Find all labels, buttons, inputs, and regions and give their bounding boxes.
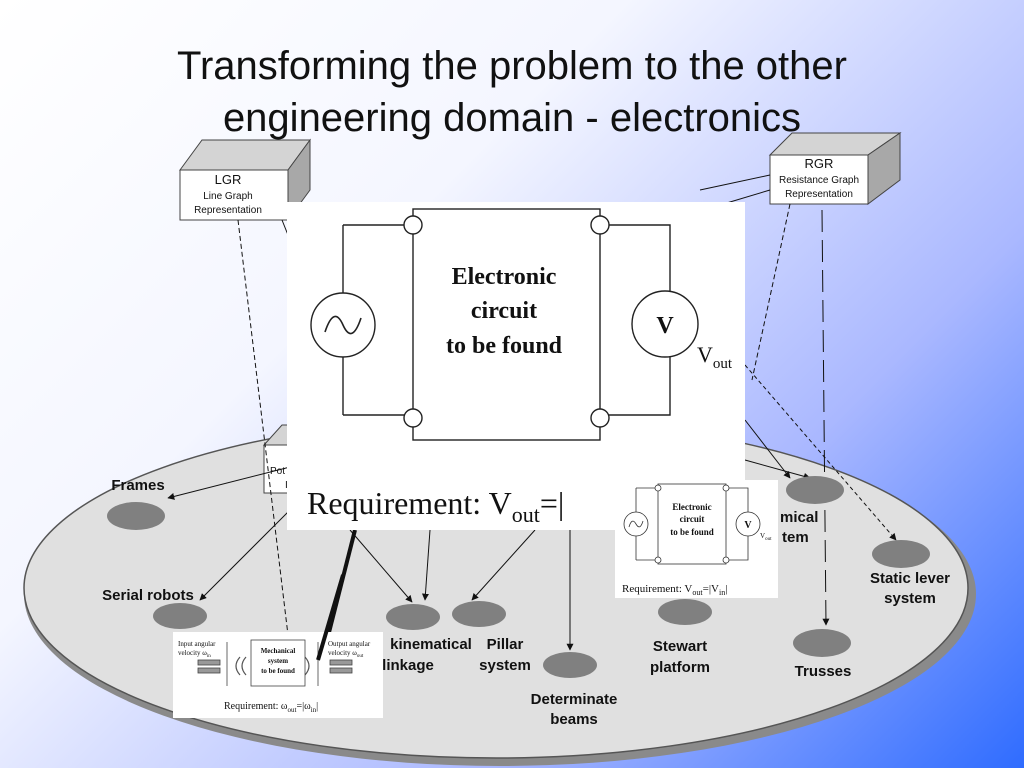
circuit-box-line-2: circuit	[471, 298, 537, 324]
lgr-line-2: Representation	[194, 205, 262, 216]
small-requirement-text: Requirement: Vout=|Vin|	[622, 583, 727, 597]
lgr-abbr: LGR	[215, 172, 242, 187]
rgr-box: RGR Resistance Graph Representation	[768, 132, 902, 205]
mech-output-label-2: velocity ωout	[328, 649, 364, 659]
node-determinate-beams[interactable]	[543, 652, 597, 678]
mech-to-panel-connector	[316, 574, 345, 661]
rgr-abbr: RGR	[805, 156, 834, 171]
small-circuit-line-1: Electronic	[672, 502, 711, 512]
node-static-lever[interactable]	[872, 540, 930, 568]
label-pillar-2: system	[479, 657, 531, 674]
small-voltmeter-symbol	[735, 511, 761, 537]
mech-input-label-2: velocity ωin	[178, 649, 211, 659]
output-shaft	[329, 659, 353, 666]
circuit-box-line-1: Electronic	[452, 264, 557, 290]
label-mechanical-1: mical	[780, 509, 818, 526]
small-electronic-panel: V Electronic circuit to be found Vout Re…	[615, 480, 778, 598]
small-terminal-top-left	[654, 484, 662, 492]
node-stewart-platform[interactable]	[658, 599, 712, 625]
mech-box-line-3: to be found	[261, 667, 295, 675]
mech-output-label-1: Output angular	[328, 640, 371, 648]
voltmeter-label: V	[656, 313, 674, 339]
mech-requirement-text: Requirement: ωout=|ωin|	[224, 701, 318, 714]
rgr-line-1: Resistance Graph	[779, 175, 859, 186]
output-rotation-arrow-icon	[304, 656, 310, 676]
node-pillar-system[interactable]	[452, 601, 506, 627]
small-terminal-bottom-left	[654, 556, 662, 564]
label-serial-robots: Serial robots	[102, 587, 194, 604]
label-kinematical-1: kinematical	[390, 636, 472, 653]
circuit-box-line-3: to be found	[446, 333, 563, 359]
terminal-top-right	[590, 215, 610, 235]
hidden-box-fragment-2: I	[285, 480, 288, 491]
mech-box-line-1: Mechanical	[261, 647, 296, 655]
rgr-line-2: Representation	[785, 189, 853, 200]
small-voltmeter-label: V	[744, 520, 752, 531]
label-pillar-1: Pillar	[487, 636, 524, 653]
lgr-line-1: Line Graph	[203, 191, 252, 202]
title-line-1: Transforming the problem to the other	[177, 44, 847, 88]
small-terminal-top-right	[722, 484, 730, 492]
mech-input-label-1: Input angular	[178, 640, 216, 648]
node-trusses[interactable]	[793, 629, 851, 657]
label-trusses: Trusses	[795, 663, 852, 680]
requirement-text: Requirement: Vout=|	[307, 485, 564, 527]
label-frames: Frames	[111, 477, 164, 494]
terminal-top-left	[403, 215, 423, 235]
hidden-box-fragment-1: Pot	[270, 466, 285, 477]
input-shaft	[197, 659, 221, 666]
input-shaft-lower	[197, 667, 221, 674]
label-stewart-2: platform	[650, 659, 710, 676]
sine-wave-icon	[324, 315, 362, 335]
electronic-circuit-panel: V Electronic circuit to be found Vout Re…	[287, 202, 745, 530]
node-mechanical-system[interactable]	[786, 476, 844, 504]
label-determinate-2: beams	[550, 711, 598, 728]
mech-box-line-2: system	[268, 657, 288, 665]
mechanical-system-panel: Input angular velocity ωin Output angula…	[173, 632, 383, 718]
small-terminal-bottom-right	[722, 556, 730, 564]
vout-label: Vout	[697, 342, 733, 372]
small-circuit-line-3: to be found	[670, 527, 714, 537]
node-labels: Frames Serial robots kinematical linkage…	[102, 477, 950, 728]
lgr-box: LGR Line Graph Representation	[179, 138, 311, 222]
output-shaft-lower	[329, 667, 353, 674]
terminal-bottom-left	[403, 408, 423, 428]
label-determinate-1: Determinate	[531, 691, 618, 708]
terminal-bottom-right	[590, 408, 610, 428]
label-stewart-1: Stewart	[653, 638, 707, 655]
title-line-2: engineering domain - electronics	[222, 96, 802, 140]
slide-title: Transforming the problem to the other en…	[0, 40, 1024, 144]
voltmeter-symbol	[631, 290, 699, 358]
node-markers	[107, 476, 930, 678]
small-sine-wave-icon	[628, 520, 644, 528]
node-frames[interactable]	[107, 502, 165, 530]
node-serial-robots[interactable]	[153, 603, 207, 629]
node-kinematical-linkage[interactable]	[386, 604, 440, 630]
label-static-lever-1: Static lever	[870, 570, 950, 587]
small-circuit-line-2: circuit	[680, 514, 705, 524]
label-kinematical-2: linkage	[382, 657, 434, 674]
label-mechanical-2: tem	[782, 529, 809, 546]
label-static-lever-2: system	[884, 590, 936, 607]
small-vout-label: Vout	[760, 532, 772, 542]
input-rotation-arrow-icon	[235, 656, 247, 676]
